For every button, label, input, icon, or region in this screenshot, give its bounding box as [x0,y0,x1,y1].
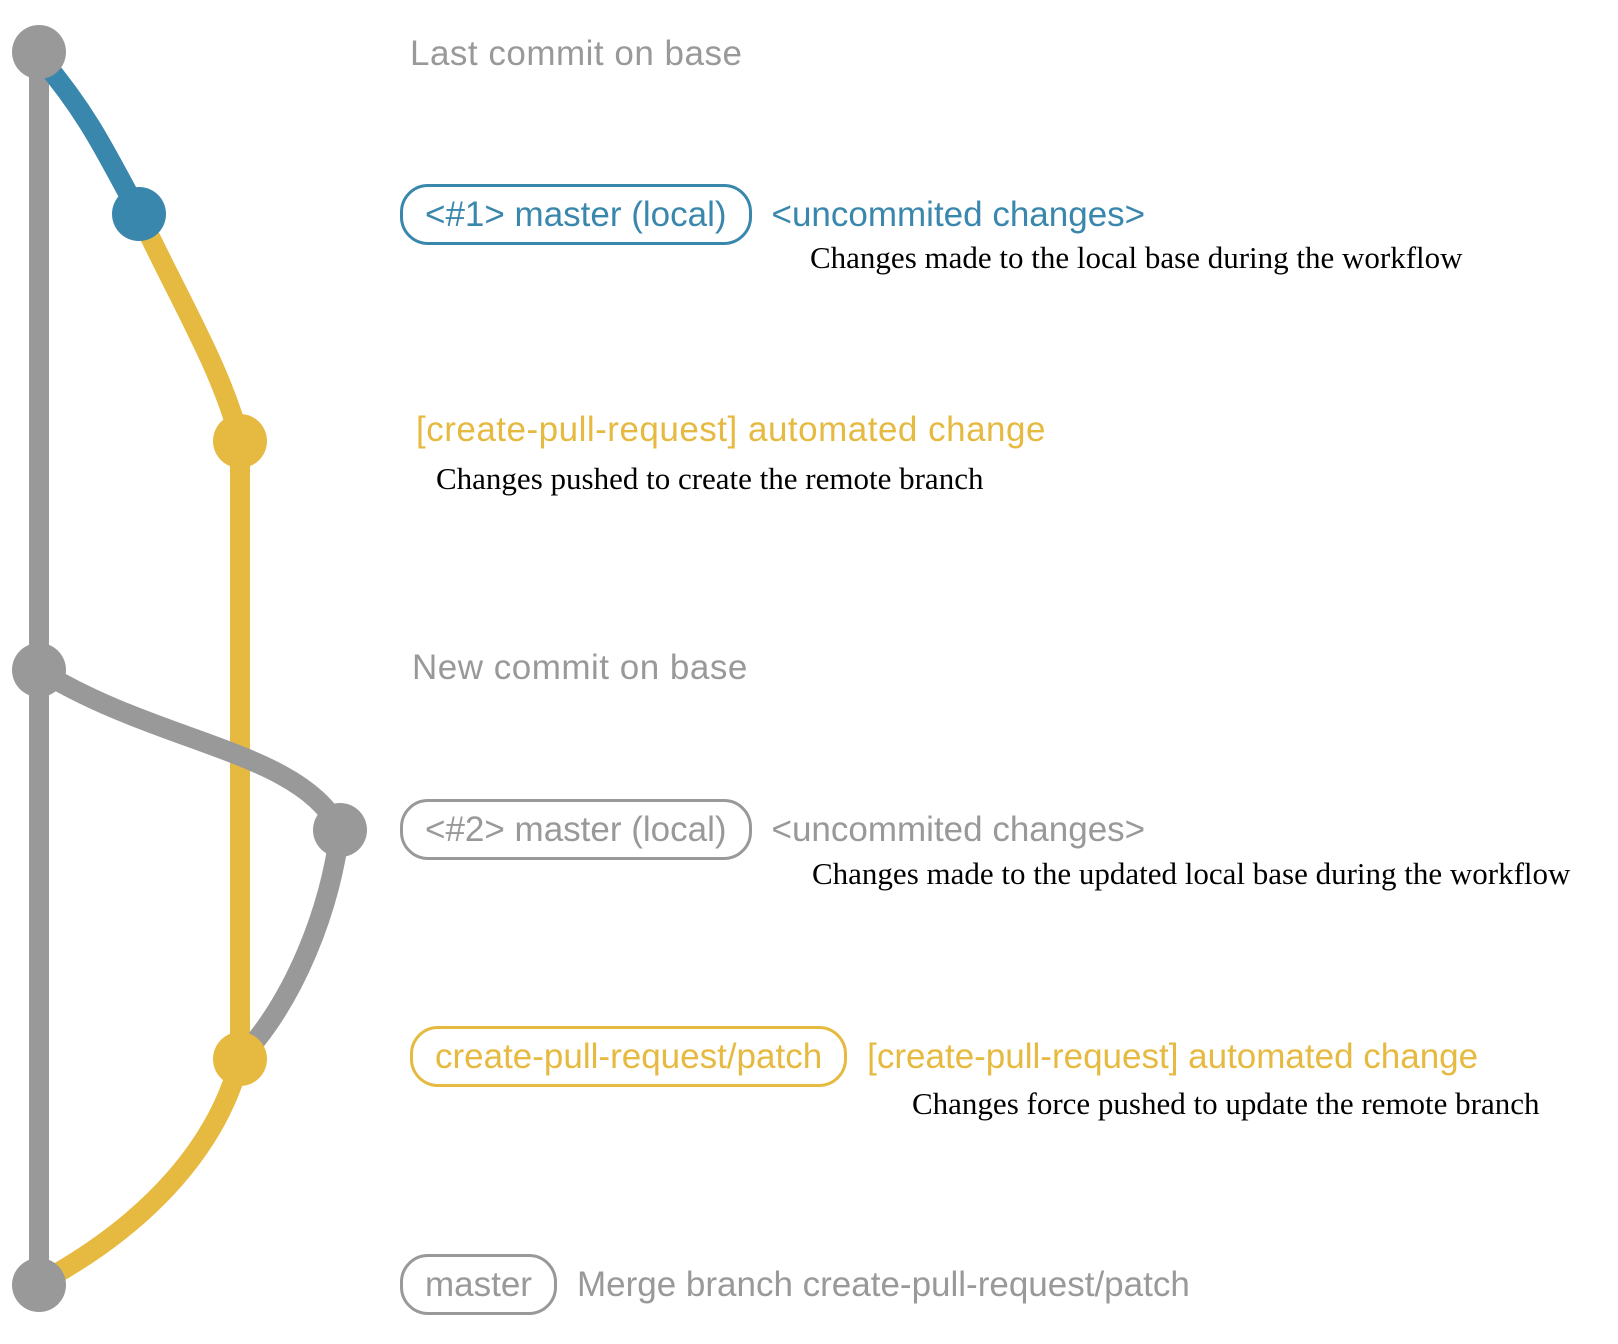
caption-local-changes-2: Changes made to the updated local base d… [812,856,1571,891]
local-master-curve [32,50,149,224]
branch-badge-master: master [400,1254,557,1316]
commit-dot-remote-branch-2 [213,1032,267,1086]
row-force-push: create-pull-request/patch [create-pull-r… [410,1026,1479,1088]
commit-dot-local-master-2 [313,803,367,857]
row-master-local-1: <#1> master (local) <uncommited changes> [400,184,1146,246]
branch-badge-master-local-1: <#1> master (local) [400,184,752,246]
commit-label-uncommited-changes-1: <uncommited changes> [771,194,1146,234]
row-merge: master Merge branch create-pull-request/… [400,1254,1190,1316]
commit-dot-merge [12,1258,66,1312]
caption-local-changes-1: Changes made to the local base during th… [810,240,1463,275]
note-new-commit-on-base: New commit on base [412,648,748,687]
commit-label-merge-branch: Merge branch create-pull-request/patch [576,1264,1190,1304]
branch-badge-create-pull-request-patch: create-pull-request/patch [410,1026,848,1088]
commit-dot-new-base [12,643,66,697]
merge-curve [35,1049,250,1290]
caption-force-push-remote-branch: Changes force pushed to update the remot… [912,1086,1540,1121]
row-master-local-2: <#2> master (local) <uncommited changes> [400,799,1146,861]
branch-badge-master-local-2: <#2> master (local) [400,799,752,861]
force-push-curve [230,820,350,1069]
commit-label-automated-change-1: [create-pull-request] automated change [416,410,1046,449]
commit-dot-last-base [12,25,66,79]
updated-local-master-curve [29,660,350,840]
caption-push-remote-branch: Changes pushed to create the remote bran… [436,461,984,496]
commit-dot-local-master-1 [112,187,166,241]
push-curve [129,204,250,451]
commit-label-automated-change-2: [create-pull-request] automated change [867,1036,1479,1076]
commit-label-uncommited-changes-2: <uncommited changes> [771,809,1146,849]
commit-dot-remote-branch-1 [213,414,267,468]
note-last-commit-on-base: Last commit on base [410,34,743,73]
